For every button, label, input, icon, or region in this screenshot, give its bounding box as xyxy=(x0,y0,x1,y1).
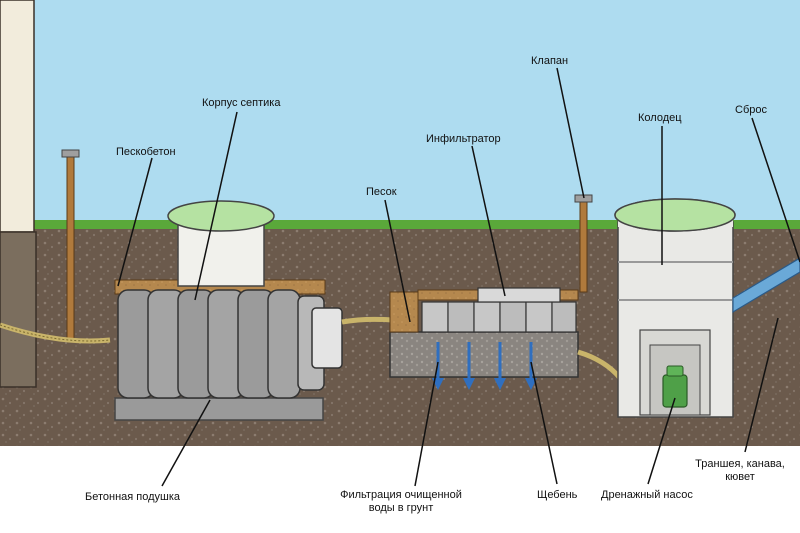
label-kolodec: Колодец xyxy=(638,112,682,124)
label-korpus-septika: Корпус септика xyxy=(202,97,281,109)
septic-tank-body xyxy=(117,289,343,399)
leader-lines xyxy=(117,67,800,487)
label-drenazhnyj-nasos: Дренажный насос xyxy=(601,489,693,501)
label-klapan: Клапан xyxy=(531,55,569,67)
page-bottom xyxy=(0,446,800,533)
label-filtraciya-line2: воды в грунт xyxy=(368,502,434,514)
label-filtraciya-line1: Фильтрация очищенной xyxy=(340,489,462,501)
outlet-pipe-1 xyxy=(341,316,393,325)
gravel-bed xyxy=(389,331,579,378)
well xyxy=(614,198,736,418)
label-peskobeton: Пескобетон xyxy=(116,146,176,158)
septic-neck xyxy=(167,200,275,287)
discharge-pipe xyxy=(732,257,800,314)
drainage-pump xyxy=(662,365,688,408)
label-infiltrator: Инфильтратор xyxy=(426,133,501,145)
house-wall xyxy=(0,0,37,388)
label-transheya-line1: Траншея, канава, xyxy=(695,458,785,470)
infiltrator-sand xyxy=(389,291,419,333)
label-filtraciya: Фильтрация очищенной воды в грунт xyxy=(326,489,476,515)
sky xyxy=(0,0,800,228)
filtration-arrows xyxy=(432,342,537,390)
label-transheya-line2: кювет xyxy=(725,471,755,483)
label-betonnaya-podushka: Бетонная подушка xyxy=(85,491,181,503)
grass-strip xyxy=(0,220,800,229)
label-shheben: Щебень xyxy=(537,489,578,501)
infiltrator-body xyxy=(421,287,577,333)
label-pesok: Песок xyxy=(366,186,397,198)
concrete-pad xyxy=(114,397,324,421)
label-sbros: Сброс xyxy=(735,104,767,116)
label-transheya: Траншея, канава, кювет xyxy=(682,458,798,484)
